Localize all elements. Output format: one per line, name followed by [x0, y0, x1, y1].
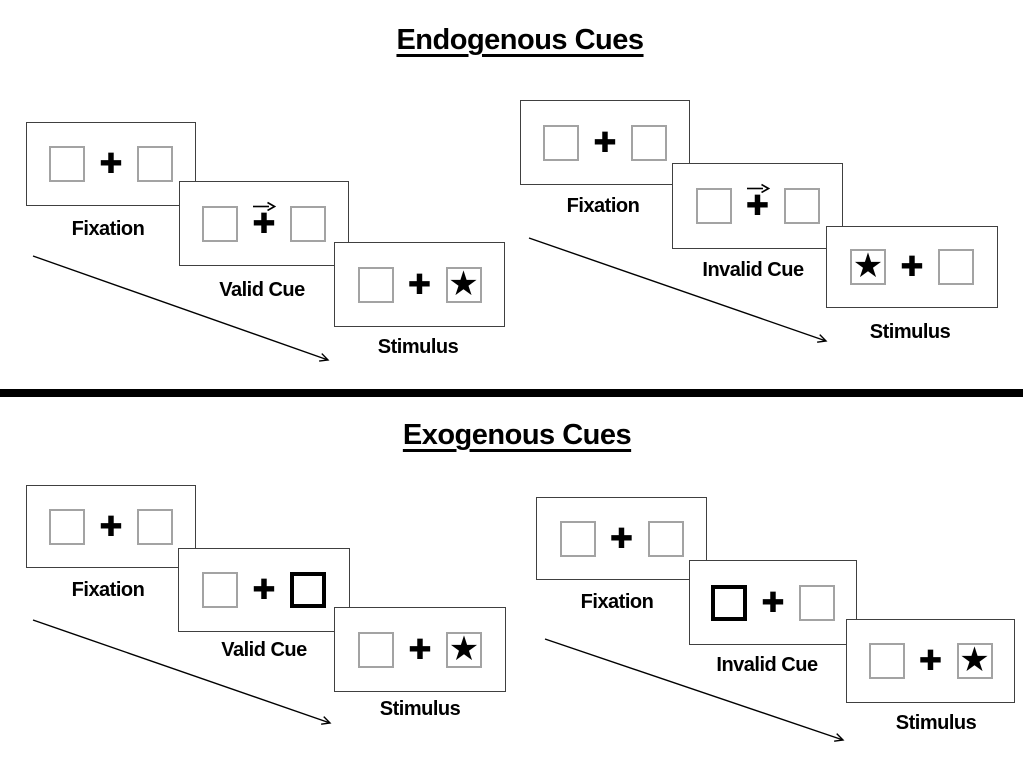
- time-arrow-endo-valid: [32, 255, 330, 362]
- exo-invalid-fixation-panel: ✚: [536, 497, 707, 580]
- left-target-box: ★: [850, 249, 886, 285]
- fixation-label: Fixation: [566, 195, 640, 217]
- cue-label: Valid Cue: [221, 639, 307, 661]
- fixation-cross-group: ✚: [592, 125, 618, 161]
- fixation-cross-icon: ✚: [99, 509, 123, 543]
- time-arrow-endo-invalid: [528, 237, 828, 343]
- fixation-cross-group: ✚: [745, 183, 771, 224]
- fixation-cross-group: ✚: [760, 585, 786, 621]
- fixation-cross-group: ✚: [98, 509, 124, 545]
- fixation-cross-group: ✚: [899, 249, 925, 285]
- fixation-cross-group: ✚: [407, 267, 433, 303]
- right-target-box: ★: [445, 263, 482, 304]
- endogenous-section-title: Endogenous Cues: [396, 24, 644, 56]
- fixation-cross-icon: ✚: [761, 585, 785, 619]
- fixation-cross-icon: ✚: [745, 189, 770, 222]
- target-star-icon: ★: [959, 640, 990, 680]
- exo-valid-stimulus-panel: ✚ ★: [334, 607, 506, 692]
- endo-valid-fixation-panel: ✚: [26, 122, 196, 206]
- left-placeholder-box: [543, 124, 579, 161]
- right-placeholder-box: [799, 584, 835, 621]
- endo-valid-cue-panel: ✚: [179, 181, 349, 266]
- cue-label: Valid Cue: [219, 279, 305, 301]
- fixation-cross-icon: ✚: [99, 147, 123, 180]
- target-star-icon: ★: [852, 246, 884, 286]
- right-arrow-icon: [253, 201, 276, 211]
- left-placeholder-box: [695, 188, 732, 224]
- fixation-cross-icon: ✚: [900, 250, 924, 283]
- endo-invalid-cue-panel: ✚: [672, 163, 843, 249]
- exogenous-section-title: Exogenous Cues: [402, 419, 632, 451]
- exo-valid-fixation-panel: ✚: [26, 485, 196, 568]
- fixation-cross-icon: ✚: [252, 573, 276, 606]
- exo-invalid-stimulus-panel: ✚ ★: [846, 619, 1015, 703]
- fixation-cross-icon: ✚: [593, 125, 617, 159]
- right-placeholder-box: [938, 249, 974, 285]
- fixation-cross-group: ✚: [918, 643, 944, 679]
- exo-invalid-cue-panel: ✚: [689, 560, 857, 645]
- right-placeholder-box: [783, 188, 820, 224]
- right-arrow-icon: [746, 183, 770, 193]
- fixation-cross-group: ✚: [251, 201, 277, 242]
- fixation-cross-icon: ✚: [408, 632, 432, 666]
- left-placeholder-box: [559, 520, 596, 557]
- left-placeholder-box: [202, 205, 238, 242]
- fixation-cross-icon: ✚: [918, 644, 943, 677]
- left-placeholder-box: [357, 266, 394, 303]
- endo-invalid-fixation-panel: ✚: [520, 100, 690, 185]
- right-placeholder-box: [137, 508, 173, 545]
- fixation-cross-icon: ✚: [609, 521, 634, 555]
- fixation-label: Fixation: [71, 218, 145, 240]
- right-target-box: ★: [446, 628, 482, 669]
- fixation-cross-icon: ✚: [252, 206, 276, 240]
- cue-label: Invalid Cue: [716, 654, 818, 676]
- target-star-icon: ★: [448, 263, 479, 304]
- right-placeholder-box: [290, 205, 326, 242]
- stimulus-label: Stimulus: [377, 336, 459, 358]
- right-highlighted-cue-box: [290, 572, 326, 608]
- fixation-cross-icon: ✚: [407, 267, 432, 301]
- fixation-cross-group: ✚: [407, 632, 433, 668]
- left-placeholder-box: [49, 508, 85, 545]
- exo-valid-cue-panel: ✚: [178, 548, 350, 632]
- fixation-cross-group: ✚: [609, 521, 635, 557]
- right-placeholder-box: [647, 520, 684, 557]
- fixation-label: Fixation: [580, 591, 654, 613]
- cue-label: Invalid Cue: [702, 259, 804, 281]
- right-placeholder-box: [631, 124, 667, 161]
- left-placeholder-box: [202, 572, 238, 608]
- left-highlighted-cue-box: [711, 584, 747, 621]
- endo-invalid-stimulus-panel: ★ ✚: [826, 226, 998, 308]
- stimulus-label: Stimulus: [895, 712, 977, 734]
- time-arrow-exo-valid: [32, 619, 332, 725]
- fixation-label: Fixation: [71, 579, 145, 601]
- left-placeholder-box: [358, 631, 394, 668]
- target-star-icon: ★: [448, 628, 480, 669]
- right-target-box: ★: [956, 640, 993, 680]
- stimulus-label: Stimulus: [869, 321, 951, 343]
- fixation-cross-group: ✚: [98, 146, 124, 182]
- right-placeholder-box: [137, 146, 173, 182]
- endo-valid-stimulus-panel: ✚ ★: [334, 242, 505, 327]
- fixation-cross-group: ✚: [251, 572, 277, 608]
- left-placeholder-box: [49, 146, 85, 182]
- section-divider: [0, 389, 1023, 397]
- left-placeholder-box: [868, 643, 905, 679]
- stimulus-label: Stimulus: [379, 698, 461, 720]
